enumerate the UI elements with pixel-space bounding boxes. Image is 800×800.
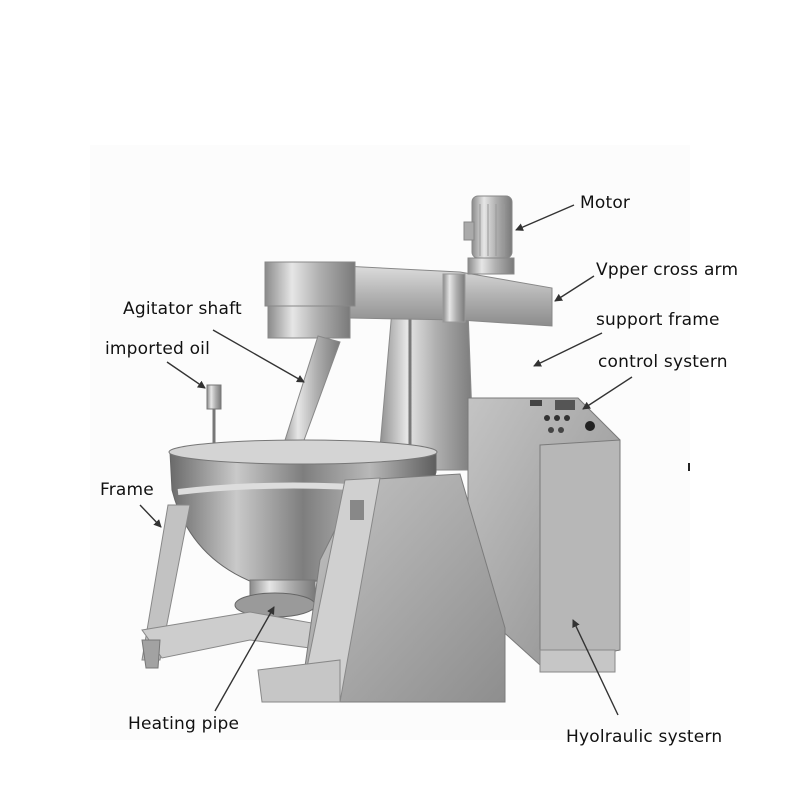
frame-arrow [139, 504, 162, 528]
label-support-frame: support frame [596, 310, 720, 330]
agitator-shaft-arrow [212, 329, 305, 383]
control-cabinet [467, 397, 621, 673]
label-agitator-shaft: Agitator shaft [123, 299, 242, 319]
label-frame: Frame [100, 480, 154, 500]
control-system-arrow [582, 376, 633, 410]
imported-oil-fitting [206, 384, 222, 444]
upper-cross-arm [264, 261, 553, 339]
label-upper-cross-arm: Vpper cross arm [596, 260, 739, 280]
label-heating-pipe: Heating pipe [128, 714, 240, 734]
annotation-arrows [139, 204, 633, 716]
heating-pipe-arrow [214, 606, 275, 712]
motor-arrow [515, 204, 575, 231]
label-motor: Motor [580, 193, 631, 213]
hydraulic-system-arrow [572, 619, 619, 716]
motor [463, 195, 515, 275]
label-imported-oil: imported oil [105, 339, 211, 359]
front-pedestal [257, 473, 506, 703]
label-control-system: control systern [598, 352, 728, 372]
upper-cross-arm-arrow [554, 275, 595, 302]
stray-mark [688, 463, 690, 471]
imported-oil-arrow [166, 361, 206, 389]
support-frame-arrow [533, 332, 603, 367]
label-hydraulic-system: Hyolraulic systern [566, 727, 723, 747]
